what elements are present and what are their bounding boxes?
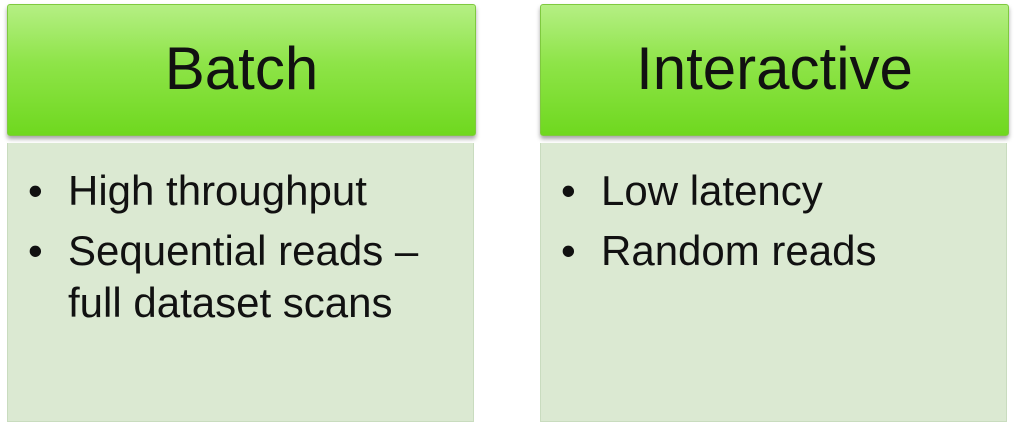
interactive-bullet-list: • Low latency • Random reads <box>561 165 996 285</box>
bullet-item: • High throughput <box>28 165 463 217</box>
batch-column: Batch • High throughput • Sequential rea… <box>7 4 476 422</box>
bullet-text: Low latency <box>601 167 823 214</box>
bullet-text: High throughput <box>68 167 367 214</box>
interactive-title: Interactive <box>636 35 913 102</box>
bullet-dot-icon: • <box>28 167 43 214</box>
bullet-dot-icon: • <box>561 227 576 274</box>
batch-title: Batch <box>164 35 319 102</box>
bullet-item: • Random reads <box>561 225 996 277</box>
batch-bullet-list: • High throughput • Sequential reads – f… <box>28 165 463 337</box>
interactive-body: • Low latency • Random reads <box>540 143 1007 422</box>
interactive-header: Interactive <box>540 4 1009 136</box>
interactive-column: Interactive • Low latency • Random reads <box>540 4 1009 422</box>
bullet-item: • Sequential reads – full dataset scans <box>28 225 463 329</box>
bullet-dot-icon: • <box>28 227 43 274</box>
bullet-dot-icon: • <box>561 167 576 214</box>
batch-body: • High throughput • Sequential reads – f… <box>7 143 474 422</box>
batch-header: Batch <box>7 4 476 136</box>
bullet-text: Sequential reads – full dataset scans <box>68 227 419 326</box>
bullet-item: • Low latency <box>561 165 996 217</box>
bullet-text: Random reads <box>601 227 877 274</box>
